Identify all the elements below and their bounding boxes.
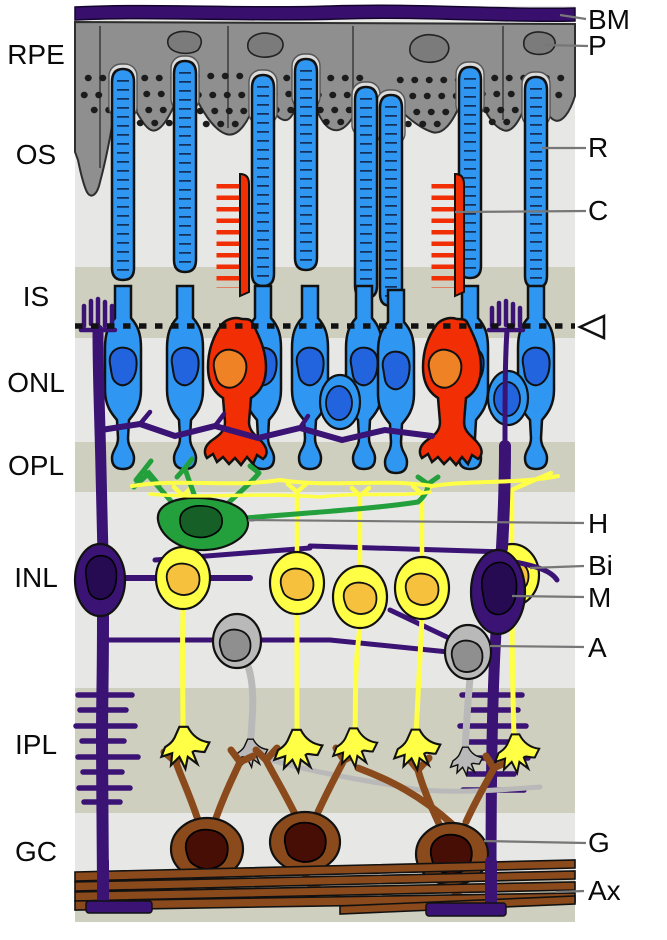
leader-line-p [544,43,589,48]
horizontal-nucleus [179,505,223,539]
muller-nucleus-right [481,561,518,616]
bipolar-cell-body [393,555,451,621]
structure-label-c: C [588,195,609,226]
muller-end-feet [85,856,507,917]
muller-ipl-processes [73,692,141,805]
muller-ipl-processes [457,692,531,793]
leader-line-g [483,839,587,845]
layer-label-rpe: RPE [7,39,65,70]
opl-network [130,474,560,499]
muller-cell-right-back [307,298,531,892]
muller-trunk-lower [95,610,109,892]
bipolar-cell-body [268,550,326,616]
rpe-pigment-granules [80,72,570,128]
structure-label-bi: Bi [588,550,613,581]
structure-label-a: A [588,632,607,663]
leader-line-c [454,209,587,214]
ganglion-cells [160,744,511,904]
muller-microvilli [78,296,118,333]
structure-label-ax: Ax [588,875,621,906]
layer-label-opl: OPL [7,450,65,481]
amacrine-cells [211,612,543,794]
layer-label-os: OS [15,139,57,170]
leader-line-bm [559,13,587,21]
leader-line-a [489,644,585,649]
structure-label-h: H [588,508,609,539]
leader-line-m [511,594,585,599]
leader-line-bi [529,564,585,570]
bipolar-cell-body [331,564,389,630]
muller-microvilli [486,298,526,333]
structure-label-r: R [588,132,609,163]
layer-label-onl: ONL [7,367,65,398]
structure-label-g: G [588,827,610,858]
layer-label-gc: GC [15,836,57,867]
bruchs-membrane [74,4,576,23]
muller-cell-right-front [469,440,560,636]
horizontal-cell [131,456,441,552]
bipolar-cell-body [154,545,212,611]
structure-label-bm: BM [588,4,630,35]
layer-label-ipl: IPL [14,729,58,760]
rpe-nuclei [167,30,556,64]
muller-nucleus-left [84,554,118,600]
layer-label-is: IS [22,281,50,312]
structure-label-p: P [588,30,607,61]
leader-line-h [247,518,585,525]
layer-label-inl: INL [14,562,58,593]
leader-lines [247,13,589,894]
leader-line-ax [555,889,585,894]
elm-arrowhead-marker [576,314,606,340]
muller-onl-weave [98,420,435,444]
structure-label-m: M [588,582,612,613]
muller-trunk-upper [92,324,109,562]
